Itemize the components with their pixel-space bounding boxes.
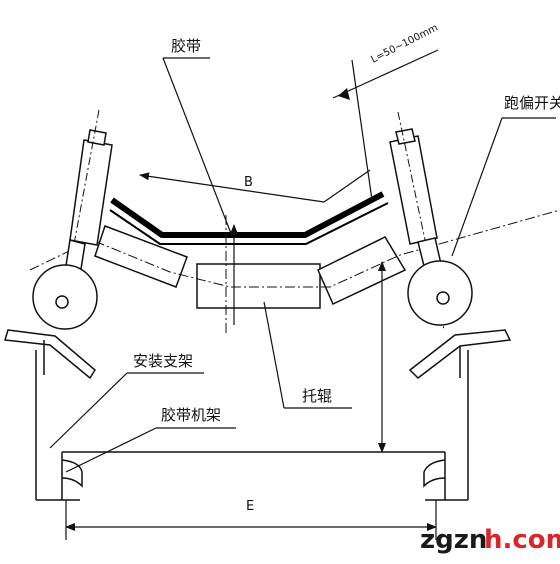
dimension-b-label: B (244, 175, 253, 190)
left-deviation-switch (4, 109, 113, 380)
conveyor-frame-label: 胶带机架 (161, 406, 221, 424)
belt-trough (109, 191, 389, 245)
center-roller (196, 263, 321, 309)
site-watermark: zgzn h.com (420, 525, 560, 555)
conveyor-frame (35, 350, 469, 501)
right-deviation-switch (389, 111, 512, 379)
idler-roller-label: 托辊 (302, 387, 332, 405)
watermark-right: h.com (484, 525, 560, 555)
right-wing-roller (317, 236, 407, 306)
deviation-switch-label: 跑偏开关 (504, 94, 560, 112)
leader-lines (49, 57, 556, 473)
mounting-bracket-label: 安装支架 (133, 352, 193, 370)
dimension-l-label: L=50~100mm (369, 22, 440, 65)
dimension-e (65, 500, 437, 540)
left-wing-roller (94, 225, 188, 288)
watermark-left: zgzn (420, 525, 487, 555)
dimension-e-label: E (246, 499, 254, 514)
dimension-l (332, 49, 439, 201)
dimension-b (139, 169, 371, 203)
height-dimension (230, 224, 386, 453)
belt-label: 胶带 (171, 37, 201, 55)
